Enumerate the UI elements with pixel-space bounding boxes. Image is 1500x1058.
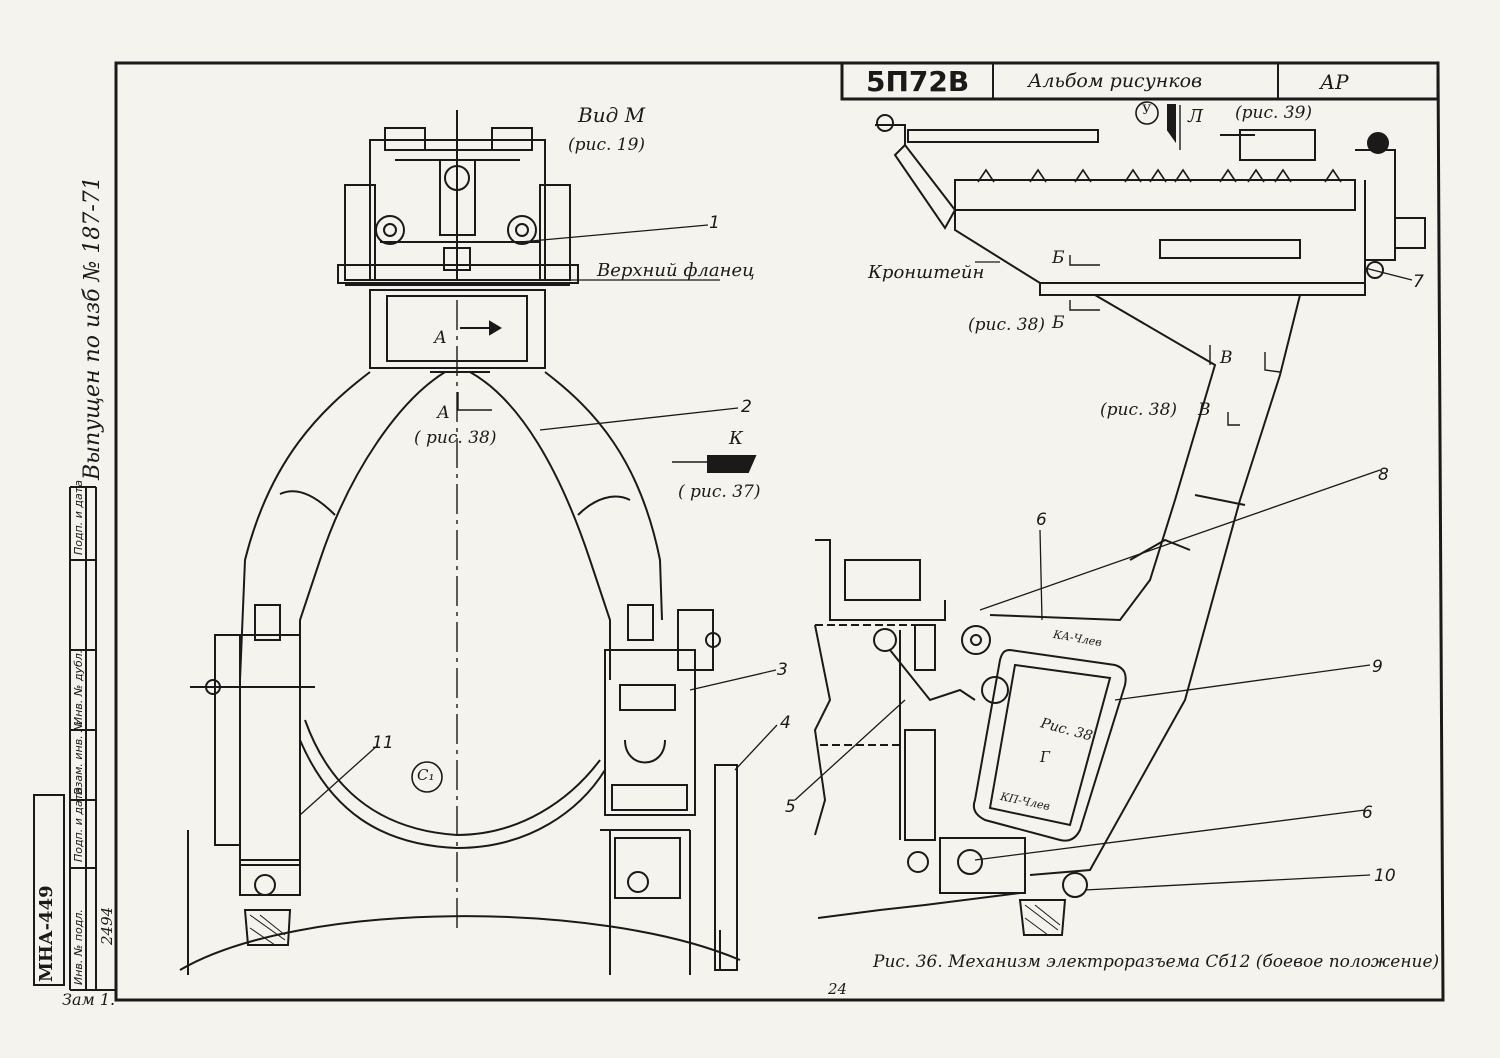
frame-border — [114, 61, 1445, 1002]
section-g-label: Г — [1040, 748, 1050, 766]
ref-38-v: (рис. 38) — [1100, 400, 1178, 420]
view-k-ref: ( рис. 37) — [678, 482, 761, 502]
callout-c1-circle — [411, 761, 443, 793]
issued-note: Выпущен по изб № 187-71 — [80, 176, 105, 480]
section-v-top: В — [1220, 348, 1233, 368]
view-m-label: Вид М — [578, 103, 646, 127]
upper-flange-label: Верхний фланец — [597, 260, 755, 281]
part-number-8: 8 — [1378, 465, 1389, 485]
bracket-label: Кронштейн — [868, 262, 985, 283]
view-m-ref: (рис. 19) — [568, 135, 646, 155]
part-number-11: 11 — [372, 733, 394, 753]
section-a-top: А — [434, 328, 447, 348]
view-k-label: К — [729, 428, 743, 449]
ref-39: (рис. 39) — [1235, 103, 1313, 123]
part-number-7: 7 — [1413, 272, 1424, 292]
stamp-code: МНА-449 — [36, 885, 57, 982]
title-block — [840, 61, 1440, 101]
stamp-cell-inv: Инв. № подл. — [72, 909, 85, 985]
part-number-4: 4 — [780, 713, 791, 733]
stamp-cell-dup: Инв. № дубл. — [72, 649, 85, 725]
view-u-label: У — [1142, 103, 1152, 118]
callout-c1: С₁ — [417, 766, 435, 784]
view-l-label: Л — [1188, 106, 1204, 127]
stamp-cell-sign-2: Подп. и дата — [72, 480, 85, 555]
part-number-1: 1 — [709, 213, 720, 233]
right-view-drawing — [813, 114, 1426, 936]
series-code: АР — [1320, 70, 1349, 94]
stamp-cell-sign-1: Подп. и дата — [72, 787, 85, 862]
right-foot — [1018, 899, 1067, 936]
change-note: Зам 1. — [62, 990, 116, 1009]
plate-9 — [972, 648, 1127, 842]
section-b-top: Б — [1052, 248, 1065, 268]
part-number-2: 2 — [741, 397, 752, 417]
doc-code: 5П72В — [866, 65, 970, 98]
margin-stamp-table — [33, 486, 116, 991]
part-number-6-upper: 6 — [1036, 510, 1047, 530]
ref-38-b: (рис. 38) — [968, 315, 1046, 335]
figure-caption: Рис. 36. Механизм электроразъема Сб12 (б… — [873, 952, 1440, 972]
inv-number: 2494 — [98, 906, 116, 945]
album-title: Альбом рисунков — [1028, 70, 1203, 92]
left-foot — [243, 909, 292, 946]
stamp-cell-replace: Взам. инв. № — [72, 720, 85, 795]
section-b-bottom: Б — [1052, 313, 1065, 333]
section-a-bottom: А — [437, 403, 450, 423]
part-number-3: 3 — [777, 660, 788, 680]
view-u-circle — [1135, 101, 1159, 125]
section-v-bottom: В — [1198, 400, 1211, 420]
part-number-10: 10 — [1374, 866, 1396, 886]
section-a-ref: ( рис. 38) — [414, 428, 497, 448]
part-number-9: 9 — [1372, 657, 1383, 677]
part-number-5: 5 — [785, 797, 796, 817]
page-number: 24 — [828, 980, 848, 998]
part-number-6-lower: 6 — [1362, 803, 1373, 823]
left-view-drawing — [179, 110, 741, 975]
